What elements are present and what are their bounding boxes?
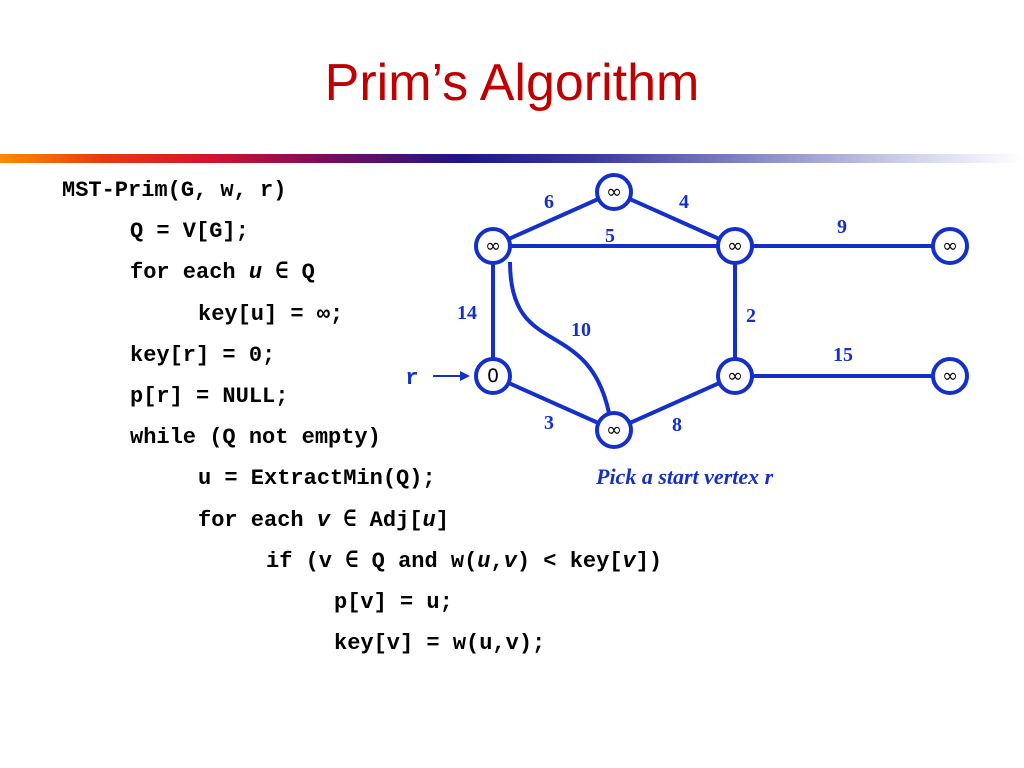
code-token: ])	[635, 548, 663, 574]
node-circle	[716, 357, 754, 395]
code-token: key[v] = w(u,v);	[334, 631, 546, 657]
code-token: ∈ Adj[	[330, 507, 423, 533]
code-token: key[u] = ∞;	[198, 301, 344, 327]
start-vertex-label: r	[405, 366, 418, 391]
code-line: MST-Prim(G, w, r)	[62, 176, 286, 206]
code-token: v	[503, 548, 517, 574]
node-a: ∞	[474, 227, 512, 265]
edge-weight-b-c: 4	[679, 191, 689, 213]
code-line: while (Q not empty)	[130, 423, 381, 453]
edge-weight-c-d: 9	[837, 216, 847, 238]
title-divider	[0, 154, 1024, 163]
code-token: Q = V[G];	[130, 219, 249, 245]
edges-group	[491, 190, 950, 432]
code-line: Q = V[G];	[130, 217, 249, 247]
code-token: p[v] = u;	[334, 590, 453, 615]
code-line: for each u ∈ Q	[130, 258, 315, 288]
code-token: ∈ Q	[262, 260, 315, 286]
nodes-group: ∞ ∞ ∞ ∞ 0 ∞ ∞ ∞	[474, 173, 969, 449]
edge-weight-a-b: 6	[544, 191, 554, 213]
code-token: if (v ∈ Q and w(	[266, 548, 478, 574]
code-line: for each v ∈ Adj[u]	[198, 506, 449, 536]
code-token: p[r] = NULL;	[130, 384, 289, 409]
node-b: ∞	[595, 173, 633, 211]
node-key-label: 0	[487, 365, 499, 387]
code-line: if (v ∈ Q and w(u,v) < key[v])	[266, 547, 662, 577]
code-token: v	[316, 507, 331, 533]
graph-caption: Pick a start vertex r	[596, 464, 774, 489]
slide-title: Prim’s Algorithm	[324, 54, 700, 112]
edge-weight-a-r: 14	[457, 302, 477, 324]
code-token: u	[248, 260, 263, 286]
node-key-label: ∞	[942, 365, 958, 387]
edge-weight-r-g: 3	[544, 412, 554, 434]
code-token: key[r] = 0;	[130, 342, 276, 368]
node-circle	[474, 357, 512, 395]
node-circle	[595, 411, 633, 449]
node-circle	[716, 227, 754, 265]
code-line: p[r] = NULL;	[130, 382, 288, 412]
edge-weight-e-f: 15	[833, 344, 853, 366]
start-pointer: r	[405, 366, 470, 391]
node-circle	[931, 227, 969, 265]
edge-weight-a-g: 10	[571, 319, 591, 341]
code-token: ]	[435, 507, 449, 533]
node-circle	[474, 227, 512, 265]
code-token: while (Q not empty)	[130, 425, 381, 451]
code-token: for each	[130, 260, 249, 286]
edge-r-g	[492, 374, 615, 432]
node-c: ∞	[716, 227, 754, 265]
edge-weight-a-c: 5	[605, 225, 615, 247]
edge-a-b	[492, 190, 615, 248]
node-f: ∞	[931, 357, 969, 395]
node-e: ∞	[716, 357, 754, 395]
code-token: for each	[198, 507, 317, 533]
edge-a-g	[508, 261, 611, 414]
code-token: ) < key[	[516, 548, 623, 574]
node-g: ∞	[595, 411, 633, 449]
edge-weight-g-e: 8	[672, 414, 682, 436]
node-key-label: ∞	[606, 181, 622, 203]
code-token: ,	[490, 548, 504, 574]
node-key-label: ∞	[727, 365, 743, 387]
node-circle	[931, 357, 969, 395]
node-key-label: ∞	[606, 419, 622, 441]
code-line: u = ExtractMin(Q);	[198, 464, 436, 494]
code-line: key[v] = w(u,v);	[334, 629, 545, 659]
code-token: u = ExtractMin(Q);	[198, 466, 436, 492]
code-line: key[u] = ∞;	[198, 300, 343, 330]
code-token: MST-Prim(G, w, r)	[62, 178, 287, 203]
edge-b-c	[613, 190, 736, 248]
node-key-label: ∞	[485, 235, 501, 257]
edge-weight-c-e: 2	[746, 305, 756, 327]
code-line: key[r] = 0;	[130, 341, 275, 371]
code-line: p[v] = u;	[334, 588, 453, 618]
code-token: u	[477, 548, 491, 574]
edge-g-e	[613, 374, 736, 432]
node-r: 0	[474, 357, 512, 395]
code-token: v	[622, 548, 636, 574]
node-d: ∞	[931, 227, 969, 265]
weights-group: 6 4 5 9 14 10 2 15 3 8	[457, 191, 853, 436]
code-token: u	[422, 507, 436, 533]
node-circle	[595, 173, 633, 211]
node-key-label: ∞	[942, 235, 958, 257]
node-key-label: ∞	[727, 235, 743, 257]
start-arrow-head	[460, 371, 470, 381]
